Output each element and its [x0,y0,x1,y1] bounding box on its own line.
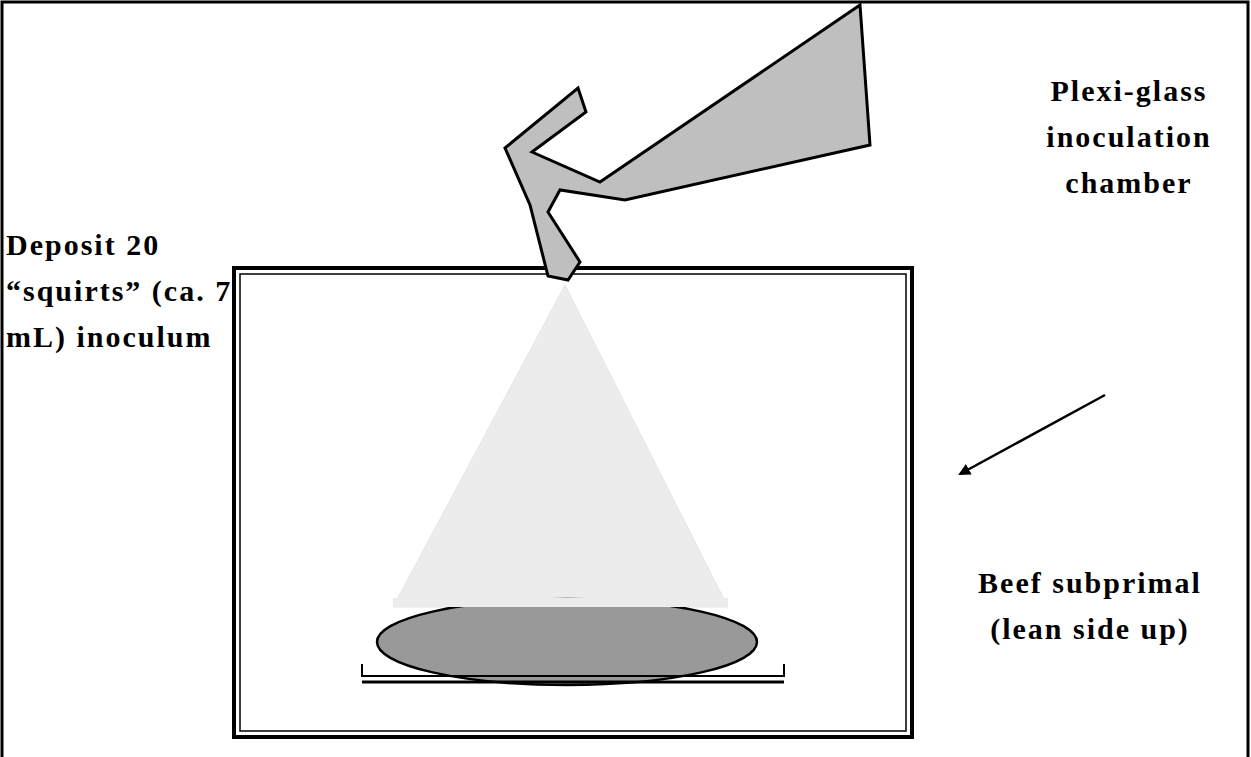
beef-subprimal [377,599,757,685]
chamber-outer [234,268,912,737]
chamber-label: Plexi-glass inoculation chamber [1015,68,1243,206]
cone-base [393,598,728,607]
tray-base [362,681,784,684]
tray [362,664,784,676]
leader-arrow [960,395,1105,474]
subprimal-label: Beef subprimal (lean side up) [950,560,1230,652]
chamber-inner [240,274,906,731]
spray-bottle [505,5,870,280]
spray-cone [393,285,728,607]
spray-note: Deposit 20 “squirts” (ca. 7 mL) inoculum [6,222,238,360]
